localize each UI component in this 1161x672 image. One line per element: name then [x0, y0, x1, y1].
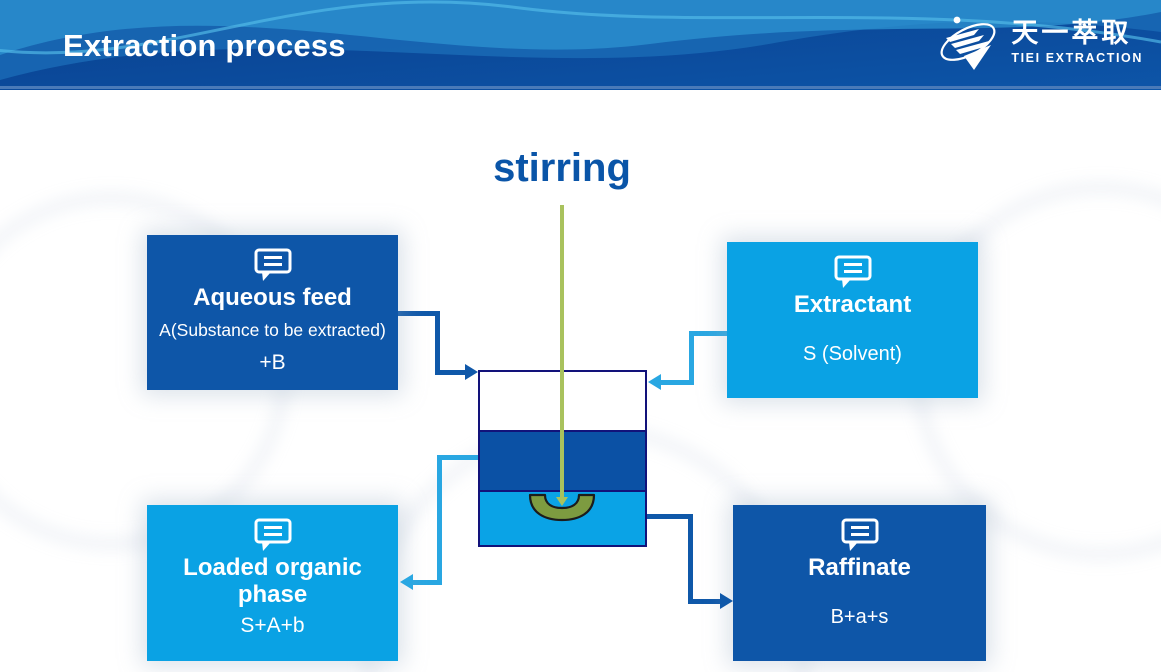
stirrer-paddle-icon — [528, 493, 596, 522]
arrow-right-icon — [720, 593, 733, 609]
mixing-vessel — [478, 370, 647, 547]
box-formula: B+a+s — [830, 605, 889, 628]
logo-text: 天一萃取 TIEI EXTRACTION — [1011, 17, 1143, 65]
box-formula: S+A+b — [240, 613, 305, 637]
stirrer-shaft — [560, 205, 564, 497]
box-title: Loaded organic phase — [183, 554, 362, 608]
extractant-box: Extractant S (Solvent) — [727, 242, 978, 398]
connector-segment — [647, 514, 693, 519]
raffinate-box: Raffinate B+a+s — [733, 505, 986, 661]
connector-segment — [689, 331, 727, 336]
box-title: Raffinate — [808, 554, 911, 581]
connector-segment — [435, 370, 466, 375]
connector-segment — [437, 455, 442, 585]
connector-segment — [689, 331, 694, 383]
connector-segment — [398, 311, 440, 316]
aqueous-feed-box: Aqueous feed A(Substance to be extracted… — [147, 235, 398, 390]
connector-segment — [688, 599, 721, 604]
logo-plane-orbit-icon — [940, 16, 996, 70]
stirring-label: stirring — [493, 146, 631, 190]
connector-segment — [688, 514, 693, 604]
box-title: Aqueous feed — [193, 284, 352, 311]
box-formula: +B — [259, 350, 286, 374]
header-wave-decoration — [0, 0, 1161, 90]
box-title: Extractant — [793, 291, 912, 318]
company-logo: 天一萃取 TIEI EXTRACTION — [937, 14, 1143, 70]
speech-bubble-icon — [834, 255, 871, 288]
arrow-right-icon — [465, 364, 478, 380]
stirrer-shaft-tip — [556, 497, 568, 506]
connector-segment — [413, 580, 442, 585]
arrow-left-icon — [400, 574, 413, 590]
logo-name-english: TIEI EXTRACTION — [1011, 50, 1143, 65]
speech-bubble-icon — [254, 518, 291, 551]
header-divider — [0, 86, 1161, 89]
box-formula: S (Solvent) — [803, 342, 902, 365]
page-title: Extraction process — [63, 28, 346, 63]
connector-segment — [437, 455, 478, 460]
speech-bubble-icon — [841, 518, 878, 551]
header-banner: Extraction process 天一萃取 TIEI EXTRACTION — [0, 0, 1161, 90]
connector-segment — [661, 380, 694, 385]
connector-segment — [435, 311, 440, 372]
loaded-organic-phase-box: Loaded organic phase S+A+b — [147, 505, 398, 661]
box-formula: A(Substance to be extracted) — [159, 319, 386, 340]
speech-bubble-icon — [254, 248, 291, 281]
arrow-left-icon — [648, 374, 661, 390]
logo-name-chinese: 天一萃取 — [1011, 17, 1132, 48]
